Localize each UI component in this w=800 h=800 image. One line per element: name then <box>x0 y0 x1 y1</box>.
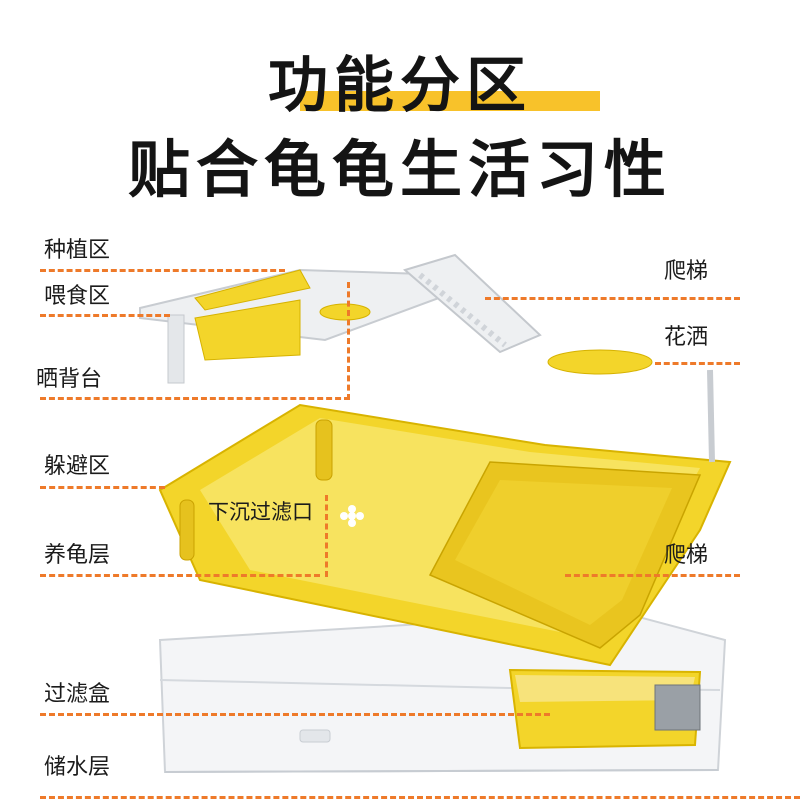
title-highlight-bar <box>300 91 600 111</box>
label-turtle-layer: 养龟层 <box>44 543 111 568</box>
label-hiding-zone: 躲避区 <box>44 454 111 479</box>
guide-line-basking-platform <box>40 397 350 400</box>
guide-line-hiding-zone <box>40 486 165 489</box>
label-basking-platform: 晒背台 <box>36 367 103 392</box>
guide-line-storage-layer <box>40 796 800 799</box>
guide-line-filter-inlet <box>325 495 328 577</box>
label-bottom-ladder: 爬梯 <box>664 543 709 568</box>
title-line-2: 贴合龟龟生活习性 <box>127 133 672 206</box>
label-sunken-filter-inlet: 下沉过滤口 <box>208 500 313 524</box>
guide-line-feeding-zone <box>40 314 170 317</box>
guide-line-bottom-ladder <box>565 574 740 577</box>
label-storage-layer: 储水层 <box>44 755 111 780</box>
guide-line-filter-box <box>40 713 550 716</box>
turtle-living-tank <box>158 403 732 667</box>
label-planting-zone: 种植区 <box>44 238 111 263</box>
shower-shape <box>547 349 715 463</box>
guide-line-basking-vertical <box>347 282 350 400</box>
title-line-1: 功能分区 <box>268 51 532 121</box>
label-shower: 花洒 <box>664 325 709 350</box>
label-feeding-zone: 喂食区 <box>44 284 111 309</box>
basking-platform-shape <box>139 268 456 384</box>
guide-line-shower <box>655 362 740 365</box>
guide-line-turtle-layer <box>40 574 320 577</box>
label-filter-box: 过滤盒 <box>44 682 111 707</box>
filter-box-shape <box>508 668 702 750</box>
guide-line-top-ladder <box>485 297 740 300</box>
guide-line-planting-zone <box>40 269 285 272</box>
label-top-ladder: 爬梯 <box>664 259 709 284</box>
top-ladder-shape <box>402 253 542 354</box>
